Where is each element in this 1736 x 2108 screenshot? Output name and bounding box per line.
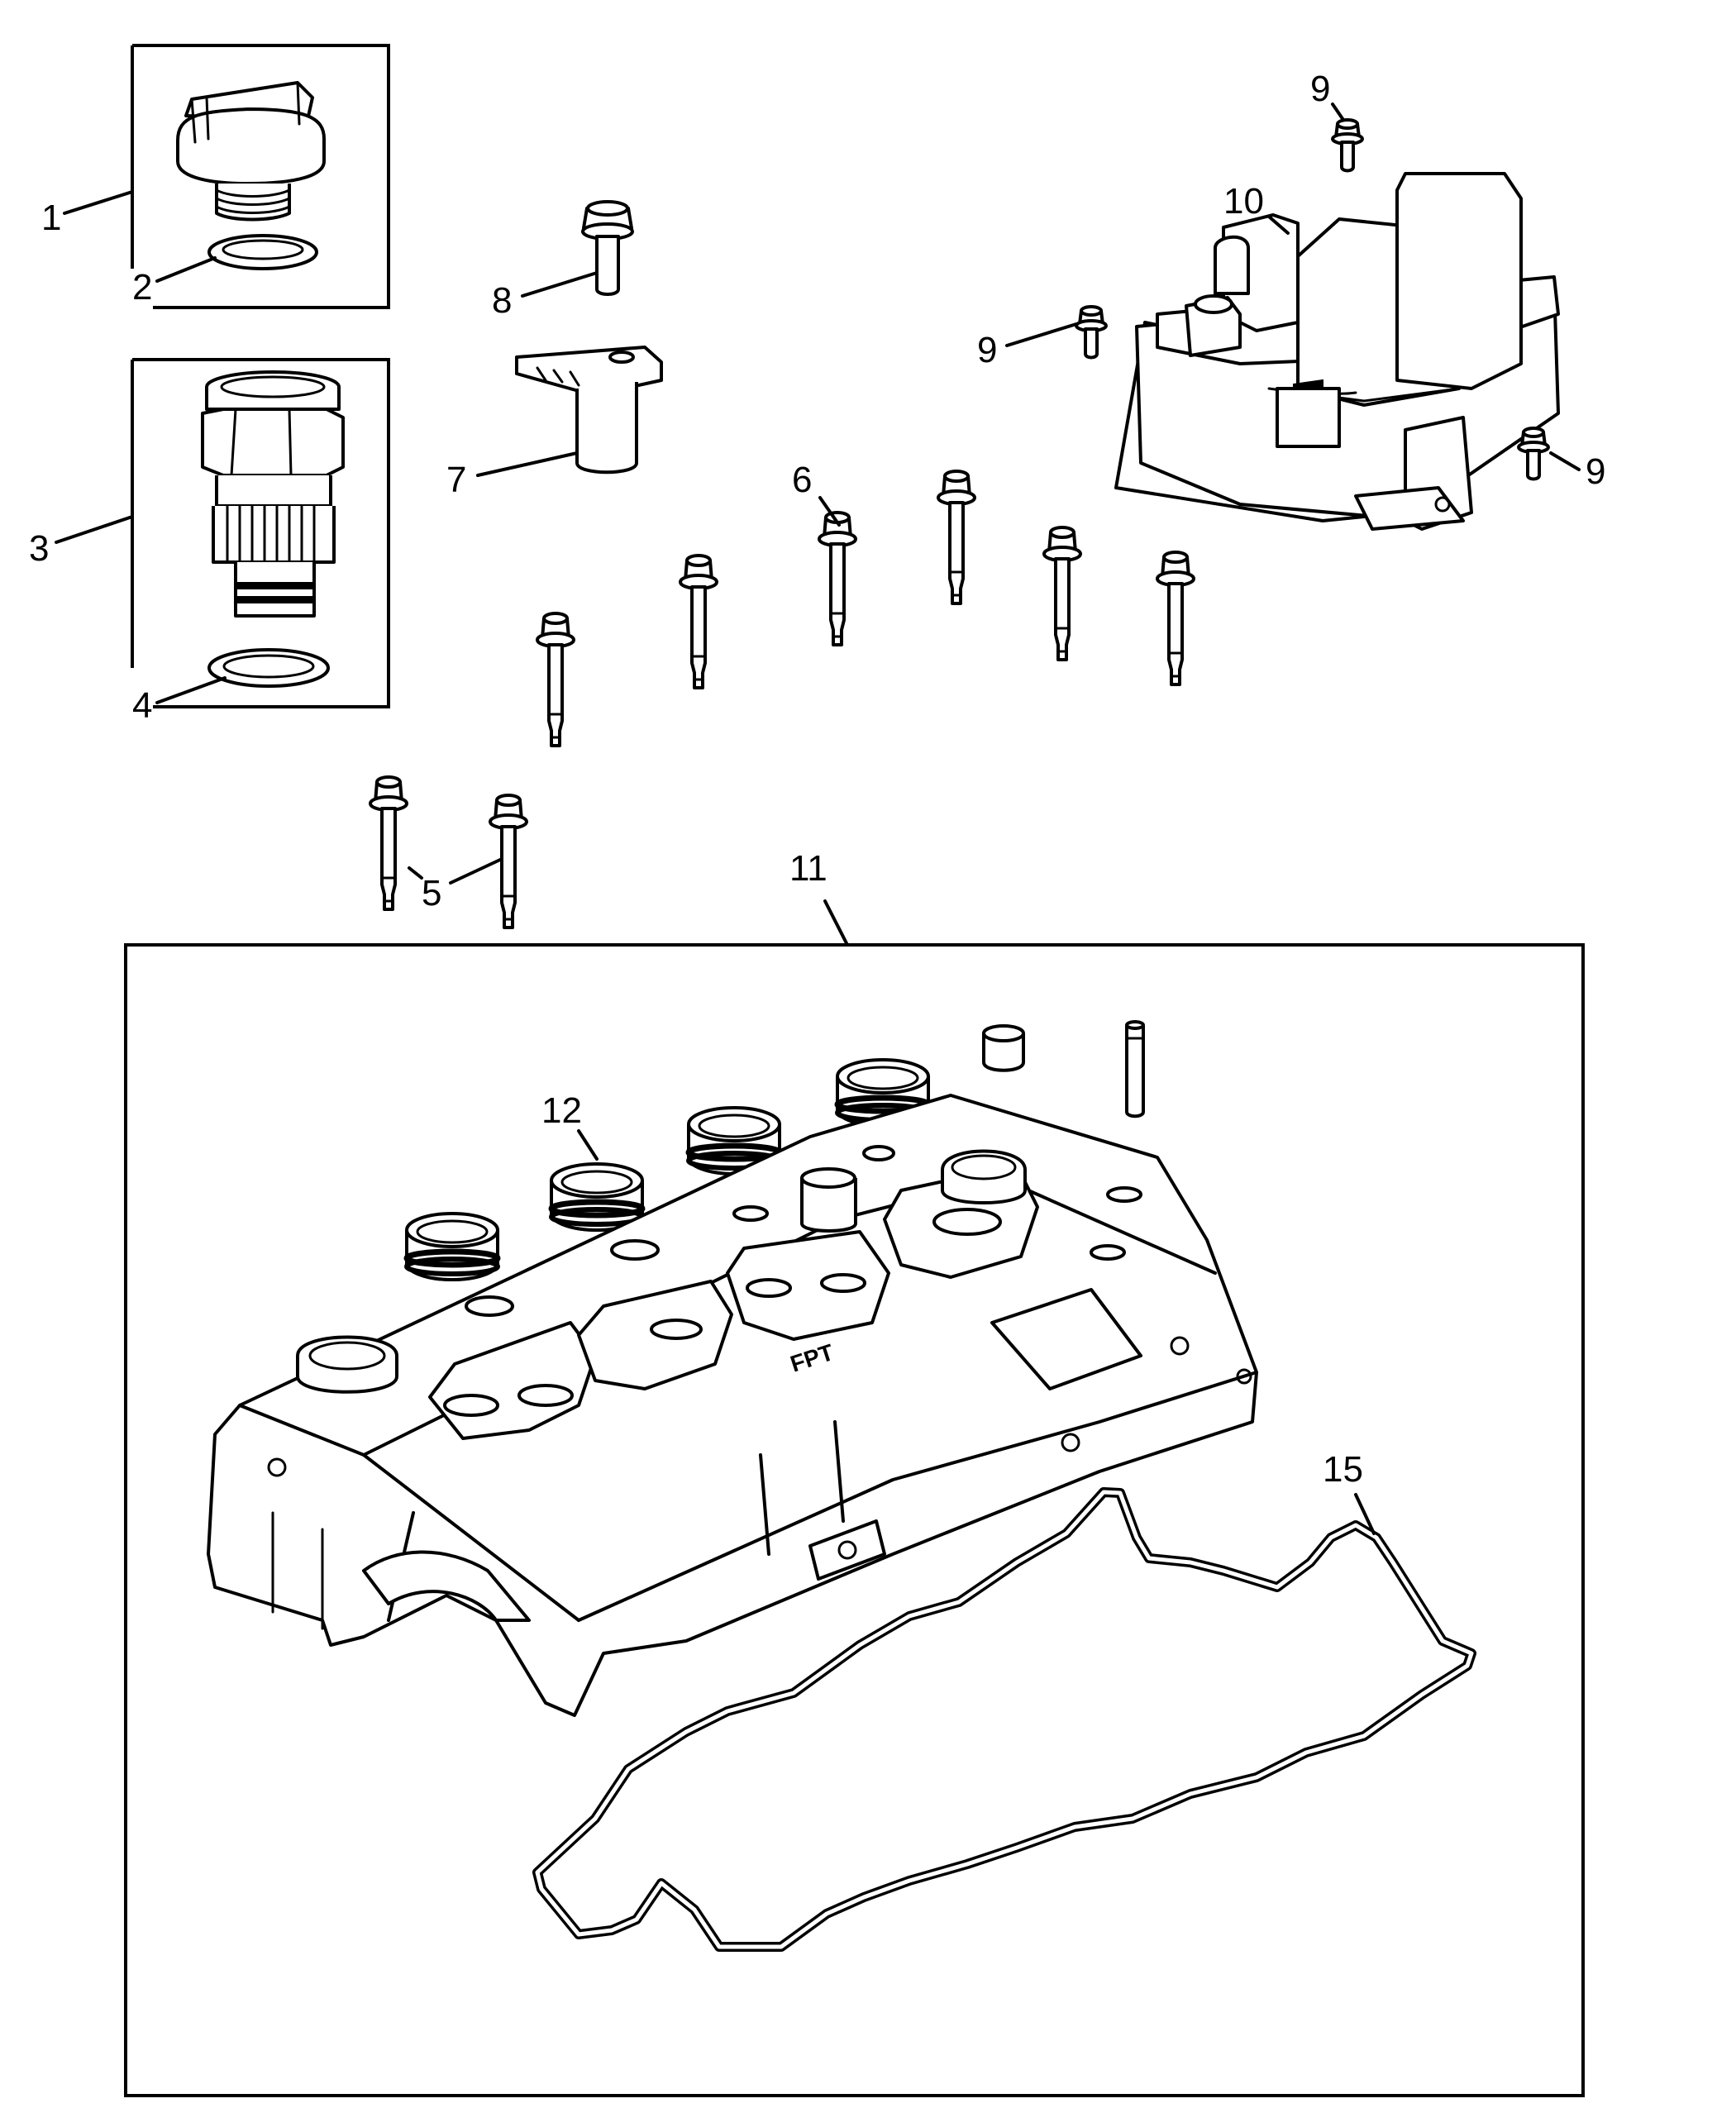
cap-seal-ring: [207, 234, 318, 270]
callout-5: 5: [422, 873, 441, 913]
stud-6e: [1042, 526, 1082, 661]
callout-3: 3: [29, 528, 49, 569]
stud-5a: [369, 775, 408, 911]
bolt-9-left: [1075, 305, 1108, 360]
callout-4: 4: [132, 685, 152, 726]
callout-10: 10: [1223, 181, 1264, 222]
stud-6a: [536, 612, 575, 747]
valve-cover-assembly-box: [124, 943, 1585, 2097]
callout-1: 1: [41, 198, 61, 238]
callout-15: 15: [1323, 1449, 1363, 1490]
valve-cover-gasket-15: [532, 1487, 1476, 1952]
dowel-pin: [1125, 1020, 1145, 1118]
stud-6b: [679, 554, 718, 689]
callout-12: 12: [541, 1090, 582, 1131]
callout-8: 8: [492, 280, 512, 321]
cover-studs-6: [536, 470, 1195, 747]
stud-6f: [1156, 551, 1195, 686]
oil-filler-cap-group: [131, 44, 390, 309]
drain-plug-seal-ring: [207, 648, 330, 688]
callout-11: 11: [789, 848, 827, 889]
callout-bracket-1-2: [132, 44, 390, 309]
callout-7: 7: [446, 460, 466, 500]
oil-drain-plug: [201, 370, 345, 618]
bolt-9-right: [1517, 427, 1550, 481]
callout-9-right: 9: [1586, 451, 1605, 492]
oil-separator-10: [1114, 172, 1560, 531]
oil-drain-plug-group: [131, 358, 390, 708]
callout-9-top: 9: [1310, 69, 1330, 109]
callout-6: 6: [792, 460, 812, 500]
bolt-8: [581, 200, 634, 296]
bolt-9-top: [1331, 118, 1364, 173]
stud-6d: [937, 470, 976, 605]
seal-12d: [407, 1214, 498, 1280]
valve-cover-11: FPT: [207, 1094, 1258, 1717]
stud-6c: [818, 511, 857, 646]
sensor-7: [515, 346, 663, 475]
callout-9-left: 9: [977, 330, 997, 370]
oil-filler-cap: [176, 81, 326, 222]
bushing: [982, 1024, 1025, 1072]
seal-12c: [551, 1164, 642, 1230]
callout-2: 2: [132, 267, 152, 308]
cover-studs-5: [369, 775, 528, 929]
